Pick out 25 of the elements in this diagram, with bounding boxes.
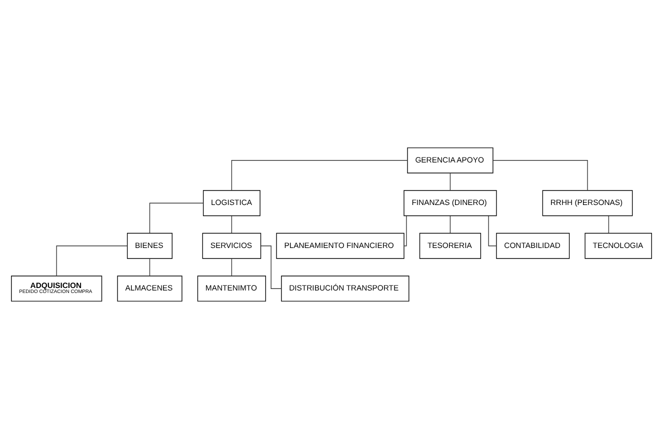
- node-box: DISTRIBUCIÓN TRANSPORTE: [281, 275, 410, 302]
- connector: [231, 160, 408, 190]
- node-box: FINANZAS (DINERO): [404, 190, 497, 216]
- node-box: CONTABILIDAD: [496, 232, 570, 258]
- node-box: RRHH (PERSONAS): [542, 190, 633, 216]
- connector: [56, 245, 128, 276]
- node-box: BIENES: [126, 232, 172, 258]
- connector: [231, 215, 232, 233]
- connector: [450, 215, 451, 233]
- connector: [450, 172, 451, 190]
- connector: [608, 215, 610, 233]
- node-box: TESORERIA: [419, 232, 482, 258]
- node-box: TECNOLOGIA: [584, 232, 652, 258]
- connector: [231, 258, 232, 276]
- connector: [404, 215, 407, 246]
- node-box: GERENCIA APOYO: [407, 146, 494, 173]
- node-box: PLANEAMIENTO FINANCIERO: [276, 232, 404, 258]
- connector: [492, 160, 588, 190]
- node-box: ALMACENES: [117, 275, 182, 302]
- node-box: MANTENIMTO: [197, 275, 266, 302]
- connector: [149, 202, 204, 233]
- node-box: LOGISTICA: [202, 190, 260, 216]
- connector: [149, 258, 150, 276]
- node-box: SERVICIOS: [202, 232, 262, 258]
- connector: [488, 215, 497, 246]
